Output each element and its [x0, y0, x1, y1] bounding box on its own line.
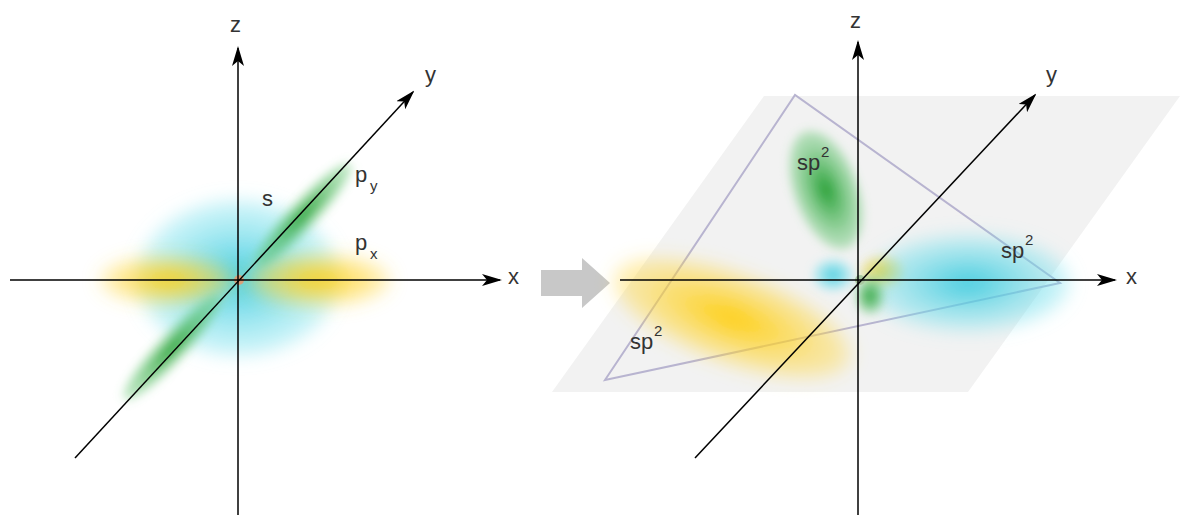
hybrid-plane: [552, 96, 1180, 392]
orbital-label: sp: [1001, 240, 1024, 262]
axis-label: x: [1126, 266, 1137, 288]
axes: [10, 48, 500, 515]
axes: [620, 42, 1115, 515]
axis-label: y: [1046, 64, 1057, 86]
orbital-subscript: y: [370, 178, 378, 193]
orbital-label: sp: [630, 331, 653, 353]
sp2-orbitals: [599, 121, 1070, 403]
orbital-label: s: [262, 188, 273, 210]
orbital-label: sp: [797, 152, 820, 174]
orbital-subscript: x: [370, 246, 378, 261]
axis-label: z: [230, 14, 241, 36]
orbital-label: p: [355, 164, 367, 186]
axis-label: z: [850, 10, 861, 32]
transform-arrow: [541, 258, 610, 308]
orbital-superscript: 2: [821, 144, 829, 159]
axis-label: y: [425, 64, 436, 86]
orbital-superscript: 2: [1025, 232, 1033, 247]
orbital-superscript: 2: [654, 323, 662, 338]
axis-label: x: [508, 266, 519, 288]
orbital-label: p: [355, 232, 367, 254]
